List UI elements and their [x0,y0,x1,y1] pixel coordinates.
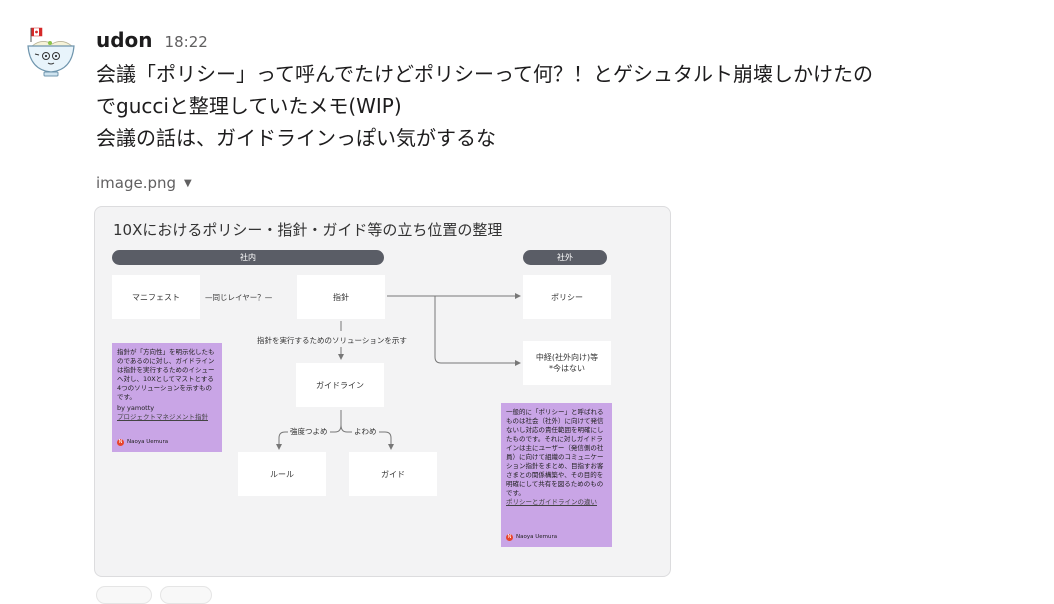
box-nakatsugi-line2: *今はない [549,364,585,373]
label-same-layer: —同じレイヤー？— [203,292,275,303]
sticky-right-author-name: Naoya Uemura [516,534,558,540]
box-manifest: マニフェスト [112,275,200,319]
sticky-left-by: by yamotty [117,404,155,412]
box-policy: ポリシー [523,275,611,319]
sticky-note-right: 一般的に「ポリシー」と呼ばれるものは社会（社外）に向けて発信ないし対応の責任範囲… [501,403,612,547]
user-avatar[interactable] [22,26,80,84]
box-guide: ガイド [349,452,437,496]
box-guideline: ガイドライン [296,363,384,407]
sticky-left-text: 指針が「方向性」を明示化したものであるのに対し、ガイドラインは指針を実行するため… [117,348,215,401]
message-text-line: でgucciと整理していたメモ(WIP) [96,94,402,118]
author-badge-icon: N [506,534,513,541]
attached-image[interactable]: 10Xにおけるポリシー・指針・ガイド等の立ち位置の整理 社内 社外 マニフェスト… [94,206,671,577]
message-body: 会議「ポリシー」って呼んでたけどポリシーって何？！とゲシュタルト崩壊しかけたの … [96,58,1046,154]
diagram-title: 10Xにおけるポリシー・指針・ガイド等の立ち位置の整理 [113,221,503,239]
diagram-connectors [276,293,521,450]
attachment-filename: image.png [96,174,177,192]
reaction-button[interactable] [96,586,152,604]
reaction-button[interactable] [160,586,212,604]
author-badge-icon: N [117,439,124,446]
box-nakatsugi: 中経(社外向け)等 *今はない [523,341,611,385]
udon-bowl-icon [27,27,75,77]
caret-down-icon[interactable]: ▼ [184,177,192,189]
label-strong: 強度つよめ [288,426,330,437]
message-text-line: 会議の話は、ガイドラインっぽい気がするな [96,126,496,150]
label-solution: 指針を実行するためのソリューションを示す [255,335,409,346]
sticky-left-author: N Naoya Uemura [117,438,168,447]
sticky-right-link[interactable]: ポリシーとガイドラインの違い [506,498,597,506]
box-nakatsugi-line1: 中経(社外向け)等 [535,353,599,362]
message-timestamp[interactable]: 18:22 [164,33,208,51]
username[interactable]: udon [96,28,153,52]
message-text-line: 会議「ポリシー」って呼んでたけどポリシーって何？！とゲシュタルト崩壊しかけたの [96,62,873,86]
section-internal-bar: 社内 [112,250,384,265]
sticky-left-link[interactable]: プロジェクトマネジメント指針 [117,413,208,421]
sticky-note-left: 指針が「方向性」を明示化したものであるのに対し、ガイドラインは指針を実行するため… [112,343,222,452]
box-shishin: 指針 [297,275,385,319]
sticky-left-author-name: Naoya Uemura [127,439,169,445]
message-header: udon 18:22 [96,28,208,52]
section-external-bar: 社外 [523,250,607,265]
attachment-header[interactable]: image.png ▼ [96,174,192,192]
sticky-right-text: 一般的に「ポリシー」と呼ばれるものは社会（社外）に向けて発信ないし対応の責任範囲… [506,408,604,497]
sticky-right-author: N Naoya Uemura [506,533,557,542]
label-weak: よわめ [352,426,379,437]
box-rule: ルール [238,452,326,496]
